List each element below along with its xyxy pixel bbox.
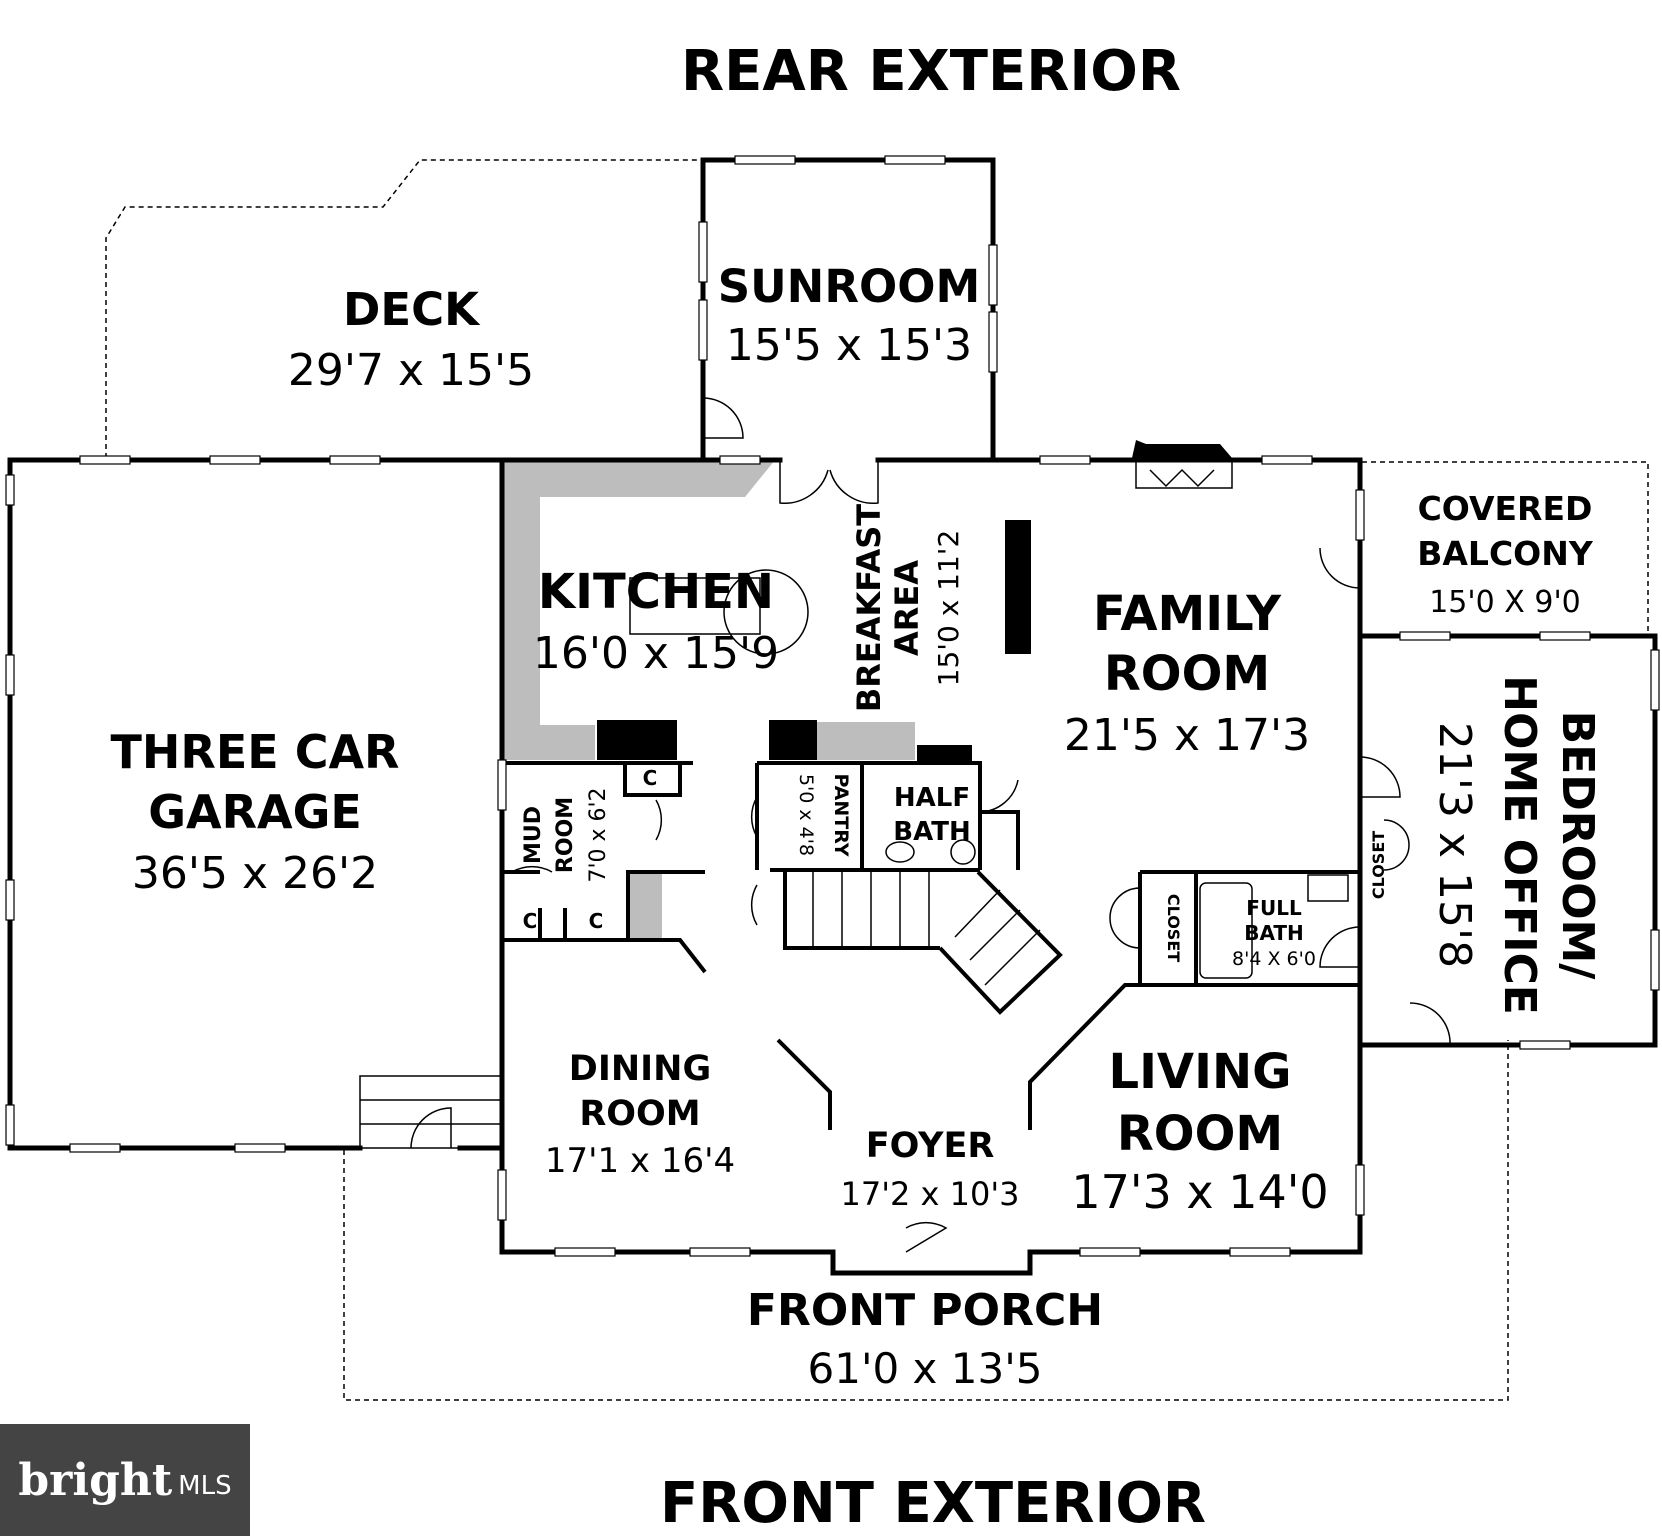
breakfast-dims: 15'0 x 11'2 [932,530,965,687]
breakfast-table [723,569,809,655]
halfbath-toilet [885,841,915,863]
porch-dims: 61'0 x 13'5 [808,1344,1043,1393]
family-name-2: ROOM [1104,646,1270,702]
garage-name-1: THREE CAR [111,725,400,779]
garage-steps [359,1075,503,1149]
balcony-outline [1362,461,1649,634]
fireplace [1132,440,1232,458]
dining-foyer-diagonal [776,1038,832,1130]
bedroom-dims: 21'3 x 15'8 [1429,722,1480,968]
closet-label-1: CLOSET [1164,894,1183,962]
front-exterior-label: FRONT EXTERIOR [660,1471,1206,1536]
living-name-2: ROOM [1117,1106,1283,1162]
living-foyer-diagonal [1028,983,1360,1130]
fullbath-dims: 8'4 X 6'0 [1232,948,1316,970]
deck-dims: 29'7 x 15'5 [288,345,534,396]
appliance [769,720,817,760]
vanity-sink [1307,874,1349,902]
foyer-dims: 17'2 x 10'3 [840,1175,1019,1213]
family-dims: 21'5 x 17'3 [1064,710,1310,761]
breakfast-name-2: AREA [888,560,926,656]
fullbath-name-1: FULL [1246,896,1302,920]
door-swings [410,397,1451,1253]
dining-name-1: DINING [569,1049,711,1089]
pantry-dims: 5'0 x 4'8 [795,774,817,856]
deck-name: DECK [343,283,481,336]
staircase [812,870,1063,1015]
pantry-wall [755,761,982,870]
stair-walls [770,868,980,950]
closet-c-3: C [589,909,604,933]
mud-name-2: ROOM [553,797,578,873]
closet-label-2: CLOSET [1369,831,1388,899]
kitchen-island [629,577,761,635]
balcony-name-2: BALCONY [1417,534,1594,573]
bedroom-name-1: BEDROOM/ [1552,711,1603,981]
halfbath-name-1: HALF [894,783,970,813]
mud-name-1: MUD [521,806,546,864]
stair-landing [628,872,662,938]
sunroom-dims: 15'5 x 15'3 [726,320,972,371]
bright-mls-logo: bright MLS [0,1424,250,1536]
dining-name-2: ROOM [579,1094,700,1134]
bedroom-walls [1357,633,1658,1048]
appliance [597,720,677,760]
fullbath-name-2: BATH [1244,921,1304,945]
living-dims: 17'3 x 14'0 [1071,1165,1328,1219]
dining-dims: 17'1 x 16'4 [545,1141,735,1181]
kitchen-name: KITCHEN [538,564,774,620]
balcony-name-1: COVERED [1418,489,1593,528]
living-name-1: LIVING [1108,1044,1291,1100]
family-name-1: FAMILY [1093,586,1282,642]
porch-name: FRONT PORCH [747,1285,1103,1336]
kitchen-dims: 16'0 x 15'9 [533,628,779,679]
logo-brand: bright [18,1454,173,1506]
breakfast-counter [815,722,915,760]
closet-c-2: C [523,909,538,933]
balcony-dims: 15'0 X 9'0 [1429,585,1581,620]
mud-dims: 7'0 x 6'2 [586,787,611,882]
mudroom-walls [502,870,707,974]
rear-exterior-label: REAR EXTERIOR [681,39,1181,104]
bath-closet-walls [1138,870,1362,985]
bathtub [1199,882,1253,979]
closet-c-1: C [643,766,658,790]
bedroom-name-2: HOME OFFICE [1494,675,1545,1015]
foyer-name: FOYER [866,1126,995,1166]
appliance [917,745,972,765]
closet-walls [623,763,682,797]
windows [5,155,1660,1257]
family-room-column [1005,520,1031,654]
breakfast-name-1: BREAKFAST [850,504,888,712]
halfbath-name-2: BATH [893,817,970,847]
sunroom-name: SUNROOM [718,260,981,313]
deck-outline [105,159,700,458]
garage-name-2: GARAGE [148,785,362,839]
halfbath-sink [950,839,976,865]
logo-suffix: MLS [178,1471,232,1501]
garage-dims: 36'5 x 26'2 [132,848,378,899]
kitchen-counter [502,460,775,760]
fireplace-hearth [1135,458,1233,489]
porch-outline [343,1040,1509,1401]
halfbath-wall [980,810,1020,870]
pantry-name: PANTRY [830,773,852,856]
